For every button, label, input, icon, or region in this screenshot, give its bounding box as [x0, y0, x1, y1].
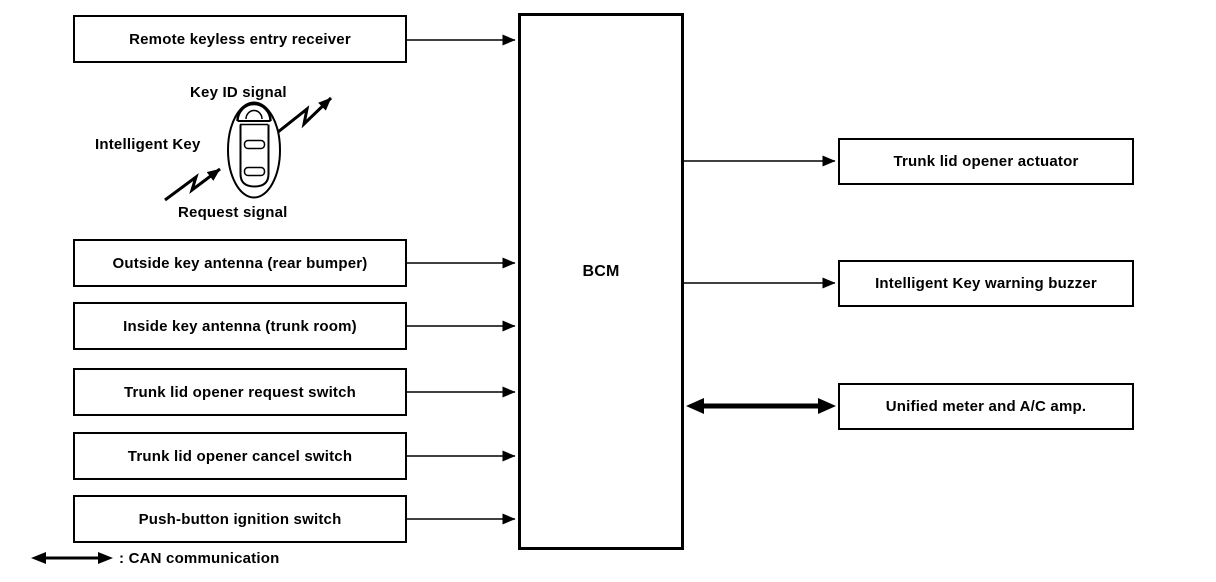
node-label: Remote keyless entry receiver — [129, 30, 351, 48]
request-signal-arrow-icon — [164, 167, 221, 202]
key-id-signal-arrow-icon — [277, 96, 333, 134]
intelligent-key-label: Intelligent Key — [95, 136, 201, 153]
node-inside-key-antenna: Inside key antenna (trunk room) — [73, 302, 407, 350]
request-signal-label: Request signal — [178, 204, 288, 221]
node-intelligent-key-warning-buzzer: Intelligent Key warning buzzer — [838, 260, 1134, 307]
input-connector-arrows — [407, 34, 516, 525]
node-push-button-ignition-switch: Push-button ignition switch — [73, 495, 407, 543]
node-label: Trunk lid opener actuator — [893, 153, 1079, 170]
intelligent-key-icon — [227, 101, 281, 199]
node-trunk-lid-opener-request-switch: Trunk lid opener request switch — [73, 368, 407, 416]
output-connector-arrows — [684, 155, 836, 289]
node-label: Outside key antenna (rear bumper) — [112, 254, 368, 272]
node-label: BCM — [582, 262, 620, 280]
node-bcm: BCM — [518, 13, 684, 550]
node-label: Trunk lid opener request switch — [123, 383, 357, 401]
node-trunk-lid-opener-actuator: Trunk lid opener actuator — [838, 138, 1134, 185]
node-label: Unified meter and A/C amp. — [885, 398, 1087, 415]
legend-can-arrow-icon — [31, 552, 113, 564]
node-label: Push-button ignition switch — [138, 510, 342, 528]
can-communication-arrow-icon — [686, 398, 836, 414]
node-trunk-lid-opener-cancel-switch: Trunk lid opener cancel switch — [73, 432, 407, 480]
can-legend-label: : CAN communication — [119, 550, 280, 567]
node-unified-meter-ac-amp: Unified meter and A/C amp. — [838, 383, 1134, 430]
key-id-signal-label: Key ID signal — [190, 84, 287, 101]
node-outside-key-antenna: Outside key antenna (rear bumper) — [73, 239, 407, 287]
node-label: Inside key antenna (trunk room) — [123, 317, 357, 335]
node-label: Trunk lid opener cancel switch — [127, 447, 353, 465]
node-remote-keyless-entry-receiver: Remote keyless entry receiver — [73, 15, 407, 63]
node-label: Intelligent Key warning buzzer — [875, 275, 1097, 292]
